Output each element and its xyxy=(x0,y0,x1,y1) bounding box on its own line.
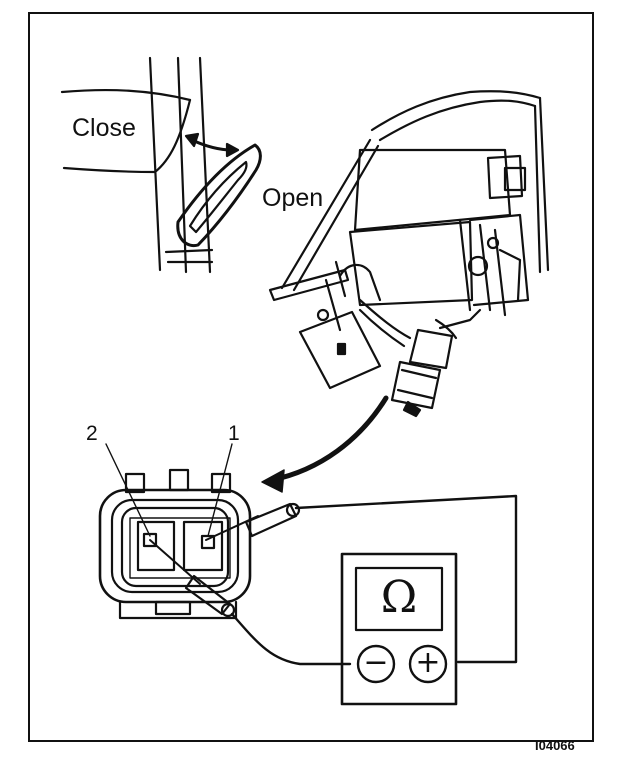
negative-terminal-symbol: − xyxy=(363,645,389,680)
pointer-arrow xyxy=(261,395,389,493)
pin-2-label: 2 xyxy=(86,422,98,445)
figure-code: I04066 xyxy=(535,738,575,753)
ohmmeter-icon xyxy=(340,552,458,706)
connector-icon xyxy=(98,443,252,620)
open-label: Open xyxy=(262,184,324,212)
positive-terminal-symbol: + xyxy=(415,645,441,680)
figure-frame xyxy=(28,12,594,742)
pin-1-label: 1 xyxy=(228,422,240,445)
probe-leads xyxy=(149,494,518,666)
door-lock-assembly-icon xyxy=(268,90,550,418)
door-handle-icon xyxy=(60,56,262,274)
close-label: Close xyxy=(72,114,136,142)
ohm-symbol: Ω xyxy=(380,572,418,623)
